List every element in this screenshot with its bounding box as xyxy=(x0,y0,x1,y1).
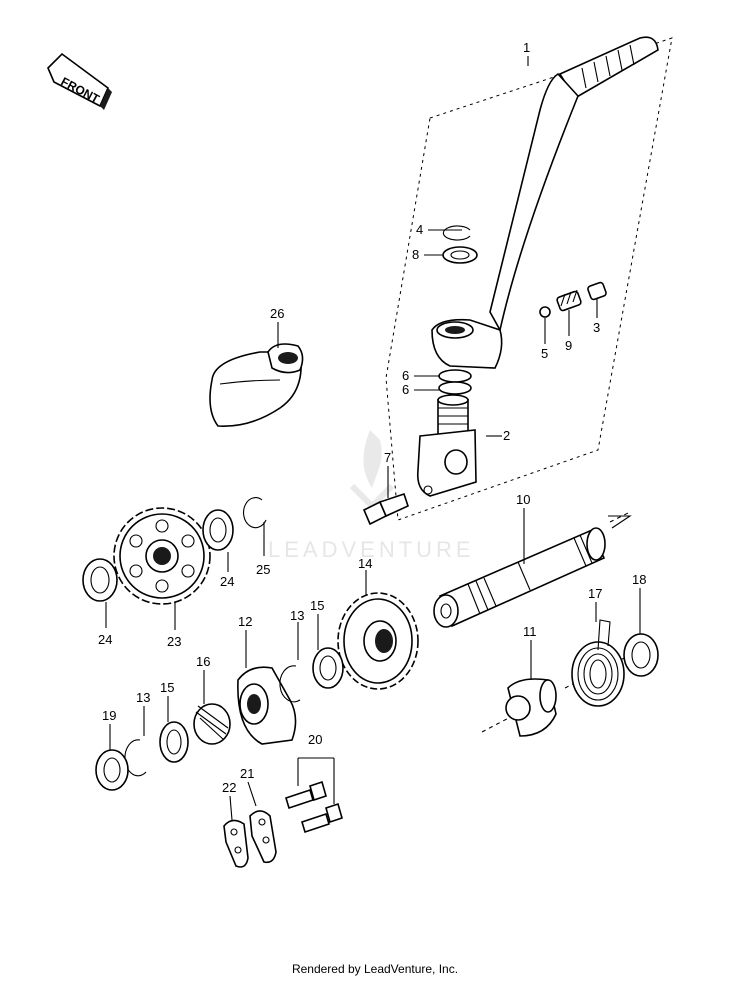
bolt-20a xyxy=(285,780,327,810)
gear-14 xyxy=(337,592,419,690)
callout-17: 17 xyxy=(588,586,602,601)
ratchet-12 xyxy=(237,666,297,745)
callout-18: 18 xyxy=(632,572,646,587)
callout-9: 9 xyxy=(565,338,572,353)
circlip-25 xyxy=(243,497,267,529)
spring-16 xyxy=(193,703,231,745)
kick-boss-2 xyxy=(416,394,477,497)
axis-arrow-icon xyxy=(608,515,632,529)
washer-15a xyxy=(312,647,344,689)
washer-6a xyxy=(438,369,472,383)
washer-24b xyxy=(82,558,118,602)
washer-15b xyxy=(159,721,189,763)
callout-6b: 6 xyxy=(402,382,409,397)
callout-14: 14 xyxy=(358,556,372,571)
callout-8: 8 xyxy=(412,247,419,262)
callout-4: 4 xyxy=(416,222,423,237)
callout-19: 19 xyxy=(102,708,116,723)
callout-2: 2 xyxy=(503,428,510,443)
plate-21 xyxy=(249,810,277,864)
callout-13a: 13 xyxy=(290,608,304,623)
collar-11 xyxy=(505,678,557,737)
callout-15b: 15 xyxy=(160,680,174,695)
callout-7: 7 xyxy=(384,450,391,465)
callout-3: 3 xyxy=(593,320,600,335)
callout-1: 1 xyxy=(523,40,530,55)
ball-5 xyxy=(539,306,551,318)
callout-12: 12 xyxy=(238,614,252,629)
plate-22 xyxy=(223,819,249,868)
callout-21: 21 xyxy=(240,766,254,781)
cover-26 xyxy=(209,343,304,427)
circlip-13a xyxy=(279,665,301,703)
leadventure-watermark: LEADVENTURE xyxy=(268,430,475,562)
footer-credit: Rendered by LeadVenture, Inc. xyxy=(291,962,459,976)
callout-13b: 13 xyxy=(136,690,150,705)
torsion-spring-17 xyxy=(571,619,625,707)
callout-10: 10 xyxy=(516,492,530,507)
watermark-text: LEADVENTURE xyxy=(268,537,475,562)
callout-22: 22 xyxy=(222,780,236,795)
bolt-7 xyxy=(362,492,409,526)
callout-20: 20 xyxy=(308,732,322,747)
spring-9 xyxy=(556,289,582,312)
circlip-4 xyxy=(442,225,471,241)
callout-5: 5 xyxy=(541,346,548,361)
callout-15a: 15 xyxy=(310,598,324,613)
kick-pedal-lever xyxy=(431,36,659,369)
washer-8 xyxy=(442,246,478,264)
callout-25: 25 xyxy=(256,562,270,577)
leader-lines xyxy=(105,56,641,821)
washer-6b xyxy=(438,381,472,395)
callout-11: 11 xyxy=(523,624,537,639)
callout-23: 23 xyxy=(167,634,181,649)
callout-6a: 6 xyxy=(402,368,409,383)
callout-16: 16 xyxy=(196,654,210,669)
callout-26: 26 xyxy=(270,306,284,321)
washer-24a xyxy=(202,509,234,551)
plug-3 xyxy=(587,281,607,301)
front-arrow-icon: FRONT xyxy=(47,52,112,110)
gear-23 xyxy=(113,507,211,605)
bolt-20b xyxy=(301,802,343,834)
washer-19 xyxy=(95,749,129,791)
kick-shaft-10 xyxy=(433,527,606,628)
callout-24b: 24 xyxy=(98,632,112,647)
callouts: 1 2 3 4 5 6 6 7 8 9 10 11 12 13 13 14 15… xyxy=(98,40,646,795)
washer-18 xyxy=(623,633,659,677)
callout-24a: 24 xyxy=(220,574,234,589)
